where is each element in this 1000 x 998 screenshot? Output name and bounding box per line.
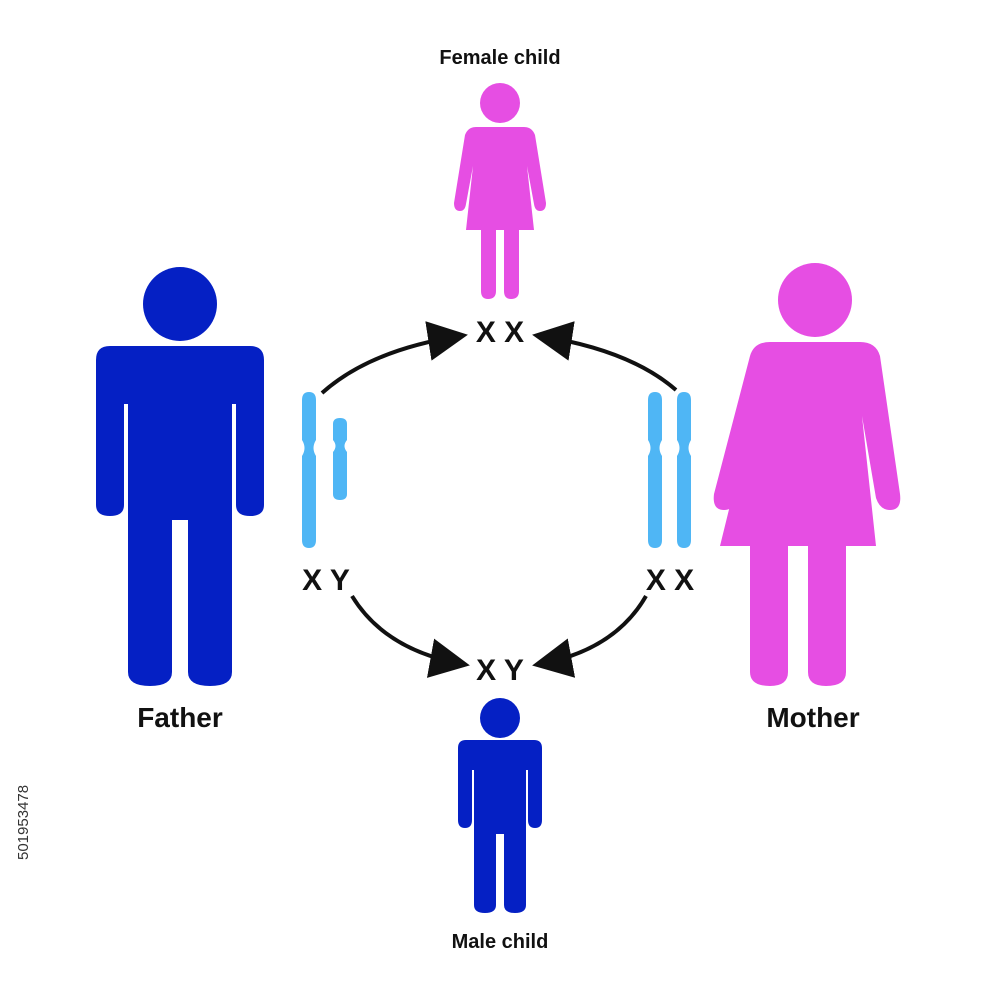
female-child-label: Female child bbox=[439, 47, 560, 69]
father-chromosome-label: X Y bbox=[302, 564, 350, 597]
father-label: Father bbox=[137, 702, 223, 733]
mother-figure bbox=[713, 263, 901, 686]
mother-chromosomes bbox=[648, 392, 691, 548]
male-child-chromosome-label: X Y bbox=[476, 654, 524, 687]
father-figure bbox=[96, 267, 264, 686]
female-child-figure bbox=[454, 83, 546, 299]
arrow-mother-to-male-child bbox=[532, 595, 648, 678]
mother-chromosome-label: X X bbox=[646, 564, 694, 597]
inheritance-arrows bbox=[320, 321, 678, 678]
watermark-id: 501953478 bbox=[15, 785, 32, 860]
father-chromosomes bbox=[302, 392, 347, 548]
arrow-mother-to-female-child bbox=[532, 321, 678, 392]
arrow-father-to-female-child bbox=[320, 321, 468, 395]
mother-label: Mother bbox=[766, 702, 859, 733]
male-child-figure bbox=[458, 698, 542, 913]
father-y-chromosome bbox=[333, 418, 347, 500]
female-child-chromosome-label: X X bbox=[476, 316, 524, 349]
father-x-chromosome bbox=[302, 392, 316, 548]
male-child-label: Male child bbox=[452, 931, 549, 953]
mother-x-chromosome-1 bbox=[648, 392, 662, 548]
mother-x-chromosome-2 bbox=[677, 392, 691, 548]
arrow-father-to-male-child bbox=[350, 594, 470, 678]
